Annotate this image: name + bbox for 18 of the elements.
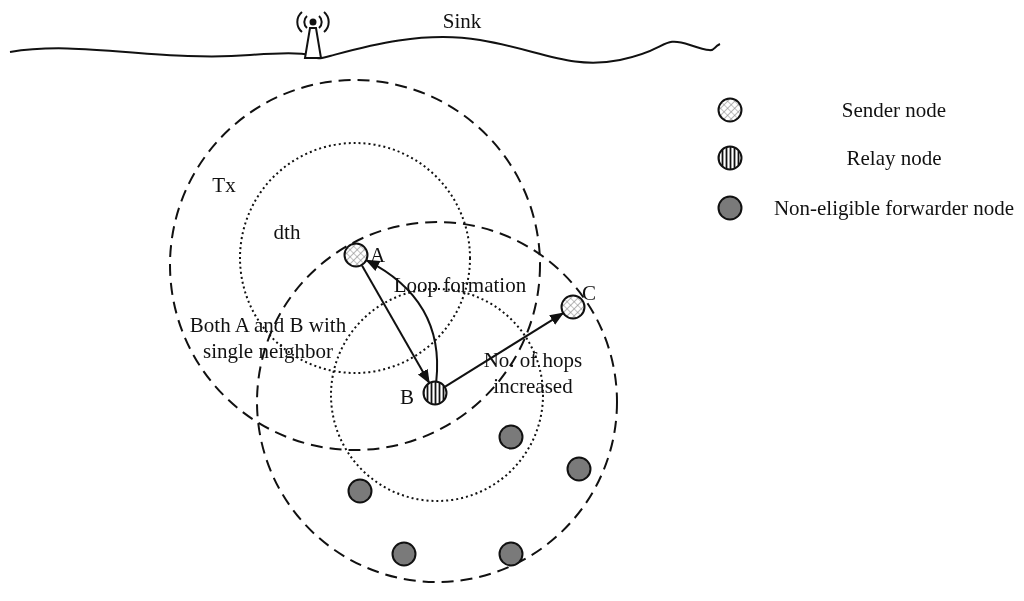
legend-text: Sender node [840,97,948,123]
non-eligible-node [498,541,524,567]
non-eligible-node [566,456,592,482]
range-label: dth [272,219,302,245]
legend-text: Relay node [845,145,943,171]
arrow [444,312,564,388]
relay-node [422,380,448,406]
non-eligible-node [347,478,373,504]
node-letter: C [582,280,596,306]
node-letter: B [400,384,414,410]
arrow [360,264,431,384]
non-eligible-node [498,424,524,450]
sink-label: Sink [441,8,483,34]
sender-node [343,242,369,268]
arrow [365,259,439,383]
range-label: Tx [211,172,237,198]
non-eligible-node [391,541,417,567]
legend-text: Non-eligible forwarder node [772,195,1016,221]
